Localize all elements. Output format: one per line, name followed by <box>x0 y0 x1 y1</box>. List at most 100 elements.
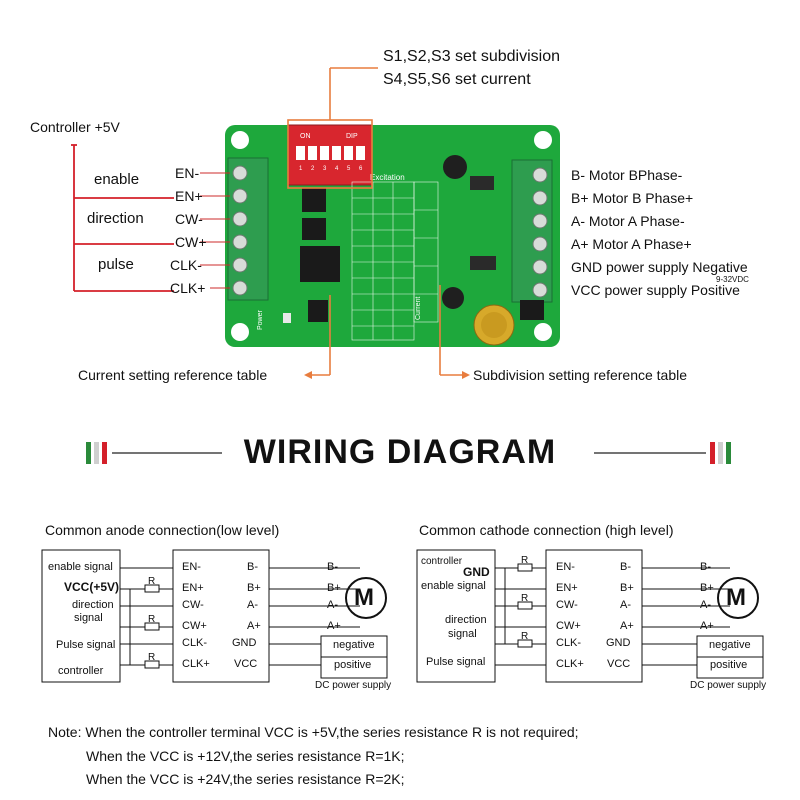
anode-motor-b-plus: B+ <box>327 582 341 594</box>
cathode-psu-negative: negative <box>709 639 751 651</box>
anode-motor-a-minus: A- <box>327 599 338 611</box>
cathode-drv-vcc: VCC <box>607 658 631 670</box>
current-label: Current <box>415 297 422 320</box>
anode-psu-label: DC power supply <box>315 680 392 691</box>
anode-drv-a-minus: A- <box>247 599 258 611</box>
pin-label-en-plus: EN+ <box>175 188 203 204</box>
cathode-motor-b-minus: B- <box>700 561 711 573</box>
group-label-enable: enable <box>94 171 140 188</box>
small-ic <box>308 300 328 322</box>
anode-resistor-label: R <box>148 652 156 663</box>
mount-hole <box>534 131 552 149</box>
controller-voltage-label: Controller +5V <box>30 119 120 135</box>
pin-label-cw-minus: CW- <box>175 211 203 227</box>
cathode-drv-b-plus: B+ <box>620 582 634 594</box>
callout-lines <box>287 67 462 376</box>
terminal-b-minus: B- Motor BPhase- <box>571 167 683 183</box>
dip-dip-label: DIP <box>346 133 358 140</box>
driver-chip <box>300 246 340 282</box>
potentiometer <box>443 155 467 179</box>
cathode-motor-a-plus: A+ <box>700 620 714 632</box>
note-line1: Note: When the controller terminal VCC i… <box>48 724 579 740</box>
anode-ctrl-controller: controller <box>58 665 104 677</box>
terminal-a-plus: A+ Motor A Phase+ <box>571 236 692 252</box>
cathode-drv-clk-minus: CLK- <box>556 637 582 649</box>
anode-drv-gnd: GND <box>232 637 257 649</box>
mount-hole <box>231 131 249 149</box>
anode-psu-positive: positive <box>334 659 372 671</box>
cathode-drv-en-plus: EN+ <box>556 582 578 594</box>
subdivision-table-callout: Subdivision setting reference table <box>473 367 688 383</box>
anode-ctrl-signal: signal <box>74 612 103 624</box>
anode-motor-symbol: M <box>354 584 374 611</box>
note-line3: When the VCC is +24V,the series resistan… <box>86 771 405 787</box>
cathode-motor-symbol: M <box>726 584 746 611</box>
potentiometer <box>442 287 464 309</box>
power-label: Power <box>257 309 264 330</box>
cathode-drv-gnd: GND <box>606 637 631 649</box>
dip-on-label: ON <box>300 133 311 140</box>
cathode-motor-a-minus: A- <box>700 599 711 611</box>
cathode-psu-label: DC power supply <box>690 680 767 691</box>
anode-drv-b-plus: B+ <box>247 582 261 594</box>
anode-ctrl-vcc: VCC(+5V) <box>64 580 120 594</box>
cathode-ctrl-enable: enable signal <box>421 580 486 592</box>
anode-ctrl-pulse: Pulse signal <box>56 639 116 651</box>
dip-callout-line2: S4,S5,S6 set current <box>383 71 531 88</box>
anode-psu-negative: negative <box>333 639 375 651</box>
anode-ctrl-enable: enable signal <box>48 561 113 573</box>
schematics <box>41 549 764 683</box>
note-line2: When the VCC is +12V,the series resistan… <box>86 748 405 764</box>
cathode-title: Common cathode connection (high level) <box>419 522 674 538</box>
anode-title: Common anode connection(low level) <box>45 522 280 538</box>
cathode-drv-b-minus: B- <box>620 561 631 573</box>
group-label-direction: direction <box>87 210 144 227</box>
current-table-callout: Current setting reference table <box>78 367 268 383</box>
controller-wiring <box>71 144 174 292</box>
inductor <box>470 256 496 270</box>
mosfet <box>520 300 544 320</box>
anode-drv-clk-plus: CLK+ <box>182 658 210 670</box>
anode-drv-cw-minus: CW- <box>182 599 204 611</box>
svg-text:1: 1 <box>299 166 303 172</box>
cathode-ctrl-controller: controller <box>421 556 463 567</box>
svg-text:5: 5 <box>347 166 351 172</box>
left-screws <box>232 165 248 296</box>
pin-lines <box>200 172 230 289</box>
anode-motor-a-plus: A+ <box>327 620 341 632</box>
cathode-resistor-label: R <box>521 593 529 604</box>
cathode-drv-en-minus: EN- <box>556 561 575 573</box>
anode-resistor-label: R <box>148 576 156 587</box>
terminal-a-minus: A- Motor A Phase- <box>571 213 685 229</box>
terminal-vcc: VCC power supply Positive <box>571 282 740 298</box>
anode-drv-clk-minus: CLK- <box>182 637 208 649</box>
inductor <box>470 176 494 190</box>
wiring-diagram-title: WIRING DIAGRAM <box>243 433 557 471</box>
anode-ctrl-direction: direction <box>72 599 114 611</box>
led <box>283 313 291 323</box>
anode-drv-en-minus: EN- <box>182 561 201 573</box>
cathode-drv-a-plus: A+ <box>620 620 634 632</box>
anode-drv-b-minus: B- <box>247 561 258 573</box>
mount-hole <box>534 323 552 341</box>
anode-motor-b-minus: B- <box>327 561 338 573</box>
cathode-ctrl-signal: signal <box>448 628 477 640</box>
cathode-ctrl-direction: direction <box>445 614 487 626</box>
anode-resistor-label: R <box>148 614 156 625</box>
terminal-b-plus: B+ Motor B Phase+ <box>571 190 694 206</box>
cathode-resistor-label: R <box>521 555 529 566</box>
cathode-drv-clk-plus: CLK+ <box>556 658 584 670</box>
right-terminal-block <box>511 159 553 303</box>
anode-schematic <box>41 549 388 683</box>
dip-callout-line1: S1,S2,S3 set subdivision <box>383 48 560 65</box>
cathode-drv-cw-plus: CW+ <box>556 620 581 632</box>
title-decoration <box>86 442 731 464</box>
cathode-ctrl-pulse: Pulse signal <box>426 656 486 668</box>
cathode-drv-a-minus: A- <box>620 599 631 611</box>
voltage-range: 9-32VDC <box>716 275 749 284</box>
svg-text:3: 3 <box>323 166 327 172</box>
cathode-resistor-label: R <box>521 631 529 642</box>
cathode-schematic <box>416 549 764 683</box>
